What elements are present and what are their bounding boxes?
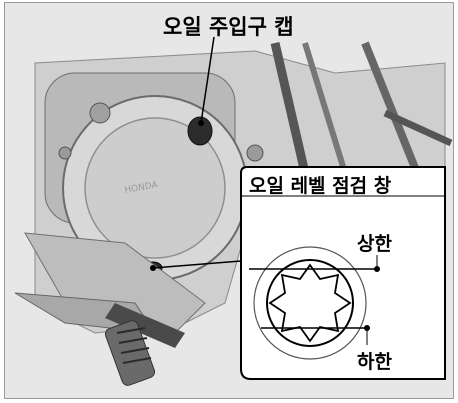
oil-level-window-label: 오일 레벨 점검 창: [249, 175, 392, 197]
figure-frame: HONDA: [4, 2, 454, 399]
lower-limit-label: 하한: [357, 351, 392, 373]
oil-filler-cap-label: 오일 주입구 캡: [163, 15, 294, 39]
oil-level-window-icon: [249, 246, 380, 360]
engine-illustration: HONDA: [5, 3, 453, 398]
upper-limit-label: 상한: [357, 233, 392, 255]
